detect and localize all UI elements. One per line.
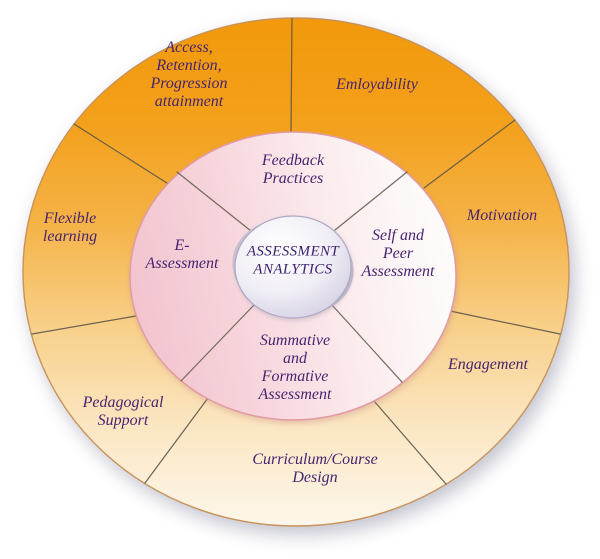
center-circle-ellipse <box>234 215 352 319</box>
divider-access-employability <box>290 17 293 133</box>
divider-feedback-eassessment <box>176 171 252 232</box>
divider-selfpeer-summative <box>331 304 403 383</box>
divider-employability-motivation <box>423 119 516 189</box>
divider-engagement-curriculum <box>373 400 447 485</box>
outer-ring-dividers <box>31 17 561 485</box>
divider-motivation-engagement <box>449 310 561 335</box>
inner-ring-dividers <box>176 171 408 383</box>
divider-pedagogical-flexible <box>31 315 137 335</box>
divider-curriculum-pedagogical <box>144 397 209 484</box>
divider-flexible-access <box>73 123 171 186</box>
divider-feedback-selfpeer <box>334 171 408 231</box>
divider-eassessment-summative <box>180 304 255 382</box>
